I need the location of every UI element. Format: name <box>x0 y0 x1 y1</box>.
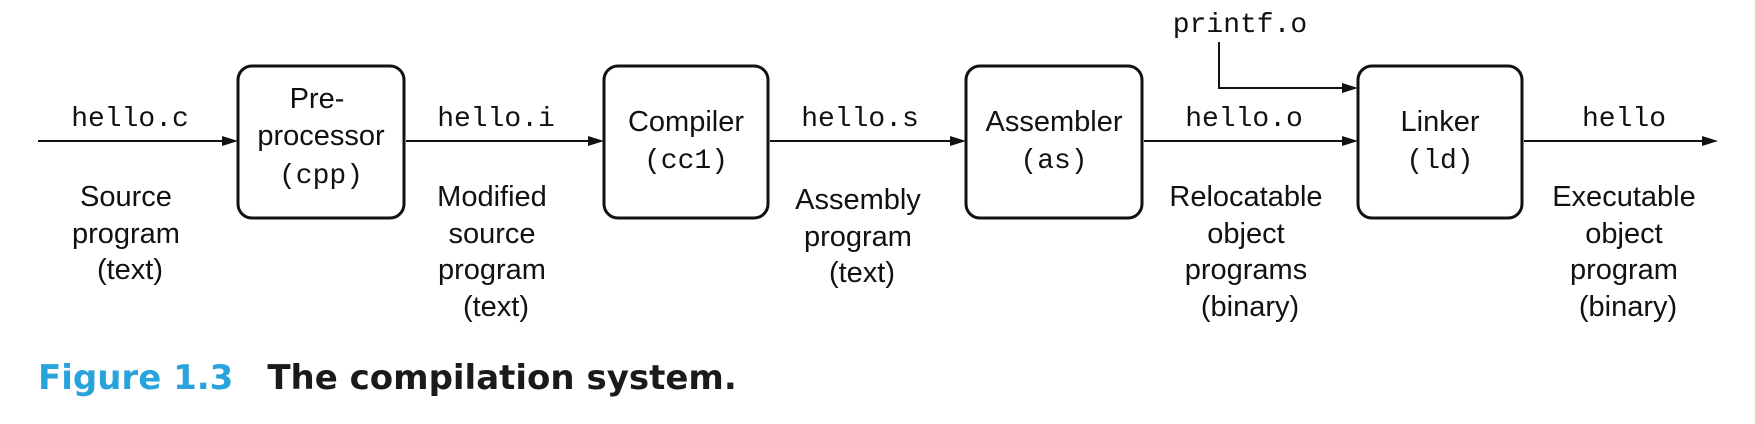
stage-box <box>236 64 406 220</box>
file-desc-line: Executable <box>1552 181 1696 213</box>
svg-text:Assembly program (: Assembly program (text) <box>795 184 929 289</box>
file-desc-line: (text) <box>829 257 895 289</box>
arrowhead-hello-i <box>588 136 604 146</box>
flow-arrows <box>38 42 1718 146</box>
svg-text:Pre- processor: Pre- processor <box>257 83 385 152</box>
file-name-hello: hello <box>1582 104 1666 135</box>
file-name-hello-o: hello.o <box>1185 104 1303 135</box>
figure-number: Figure 1.3 <box>38 358 234 398</box>
stage-box <box>964 64 1144 220</box>
arrowhead-hello-o <box>1342 136 1358 146</box>
file-desc-line: (text) <box>463 291 529 323</box>
file-desc-line: Modified <box>437 181 547 213</box>
figure-title: The compilation system. <box>267 358 737 398</box>
file-name-hello-s: hello.s <box>801 104 919 135</box>
stage-title-line: Assembler <box>986 106 1123 138</box>
compilation-system-diagram: Pre- processor (cpp) Compiler (cc1) Asse… <box>38 10 1718 323</box>
file-desc-line: (binary) <box>1201 291 1299 323</box>
file-desc-line: program <box>438 254 546 286</box>
arrowhead-hello <box>1702 136 1718 146</box>
stage-box <box>602 64 770 220</box>
file-desc-line: programs <box>1185 254 1308 286</box>
stage-compiler: Compiler (cc1) <box>602 64 770 220</box>
file-labels: hello.c hello.i hello.s hello.o hello pr… <box>71 10 1666 135</box>
stage-linker: Linker (ld) <box>1356 64 1524 220</box>
stage-program: (ld) <box>1406 146 1473 177</box>
svg-text:Executable object: Executable object program (binary) <box>1552 181 1704 323</box>
stage-assembler: Assembler (as) <box>964 64 1144 220</box>
stage-preprocessor: Pre- processor (cpp) <box>236 64 406 220</box>
file-desc-line: Relocatable <box>1169 181 1322 213</box>
svg-text:Relocatable object: Relocatable object programs (binary) <box>1169 181 1330 323</box>
file-desc-line: program <box>1570 254 1678 286</box>
stage-title-line: Linker <box>1401 106 1480 138</box>
file-desc-line: object <box>1585 218 1662 250</box>
stage-program: (cpp) <box>279 161 363 192</box>
file-desc-line: program <box>804 221 912 253</box>
stage-title-line: Compiler <box>628 106 744 138</box>
stage-program: (cc1) <box>644 146 728 177</box>
stage-title-line: processor <box>257 120 385 152</box>
file-desc-line: Source <box>80 181 172 213</box>
arrowhead-printf-o <box>1342 83 1358 93</box>
file-name-hello-i: hello.i <box>437 104 555 135</box>
svg-text:Modified source pr: Modified source program (text) <box>437 181 555 323</box>
arrow-printf-o <box>1218 42 1342 89</box>
library-input-printf-o: printf.o <box>1173 10 1307 41</box>
stage-title-line: Pre- <box>290 83 345 115</box>
file-desc-line: (text) <box>97 254 163 286</box>
file-desc-line: source <box>448 218 535 250</box>
figure-caption: Figure 1.3 The compilation system. <box>38 358 737 398</box>
arrowhead-hello-s <box>950 136 966 146</box>
file-desc-line: (binary) <box>1579 291 1677 323</box>
file-desc-line: Assembly <box>795 184 921 216</box>
stage-program: (as) <box>1020 146 1087 177</box>
arrowhead-hello-c <box>222 136 238 146</box>
file-desc-line: program <box>72 218 180 250</box>
file-descriptions: Source program (text) Modified source pr… <box>72 181 1704 323</box>
stage-box <box>1356 64 1524 220</box>
file-name-hello-c: hello.c <box>71 104 189 135</box>
file-desc-line: object <box>1207 218 1284 250</box>
svg-text:Source program (te: Source program (text) <box>72 181 188 286</box>
